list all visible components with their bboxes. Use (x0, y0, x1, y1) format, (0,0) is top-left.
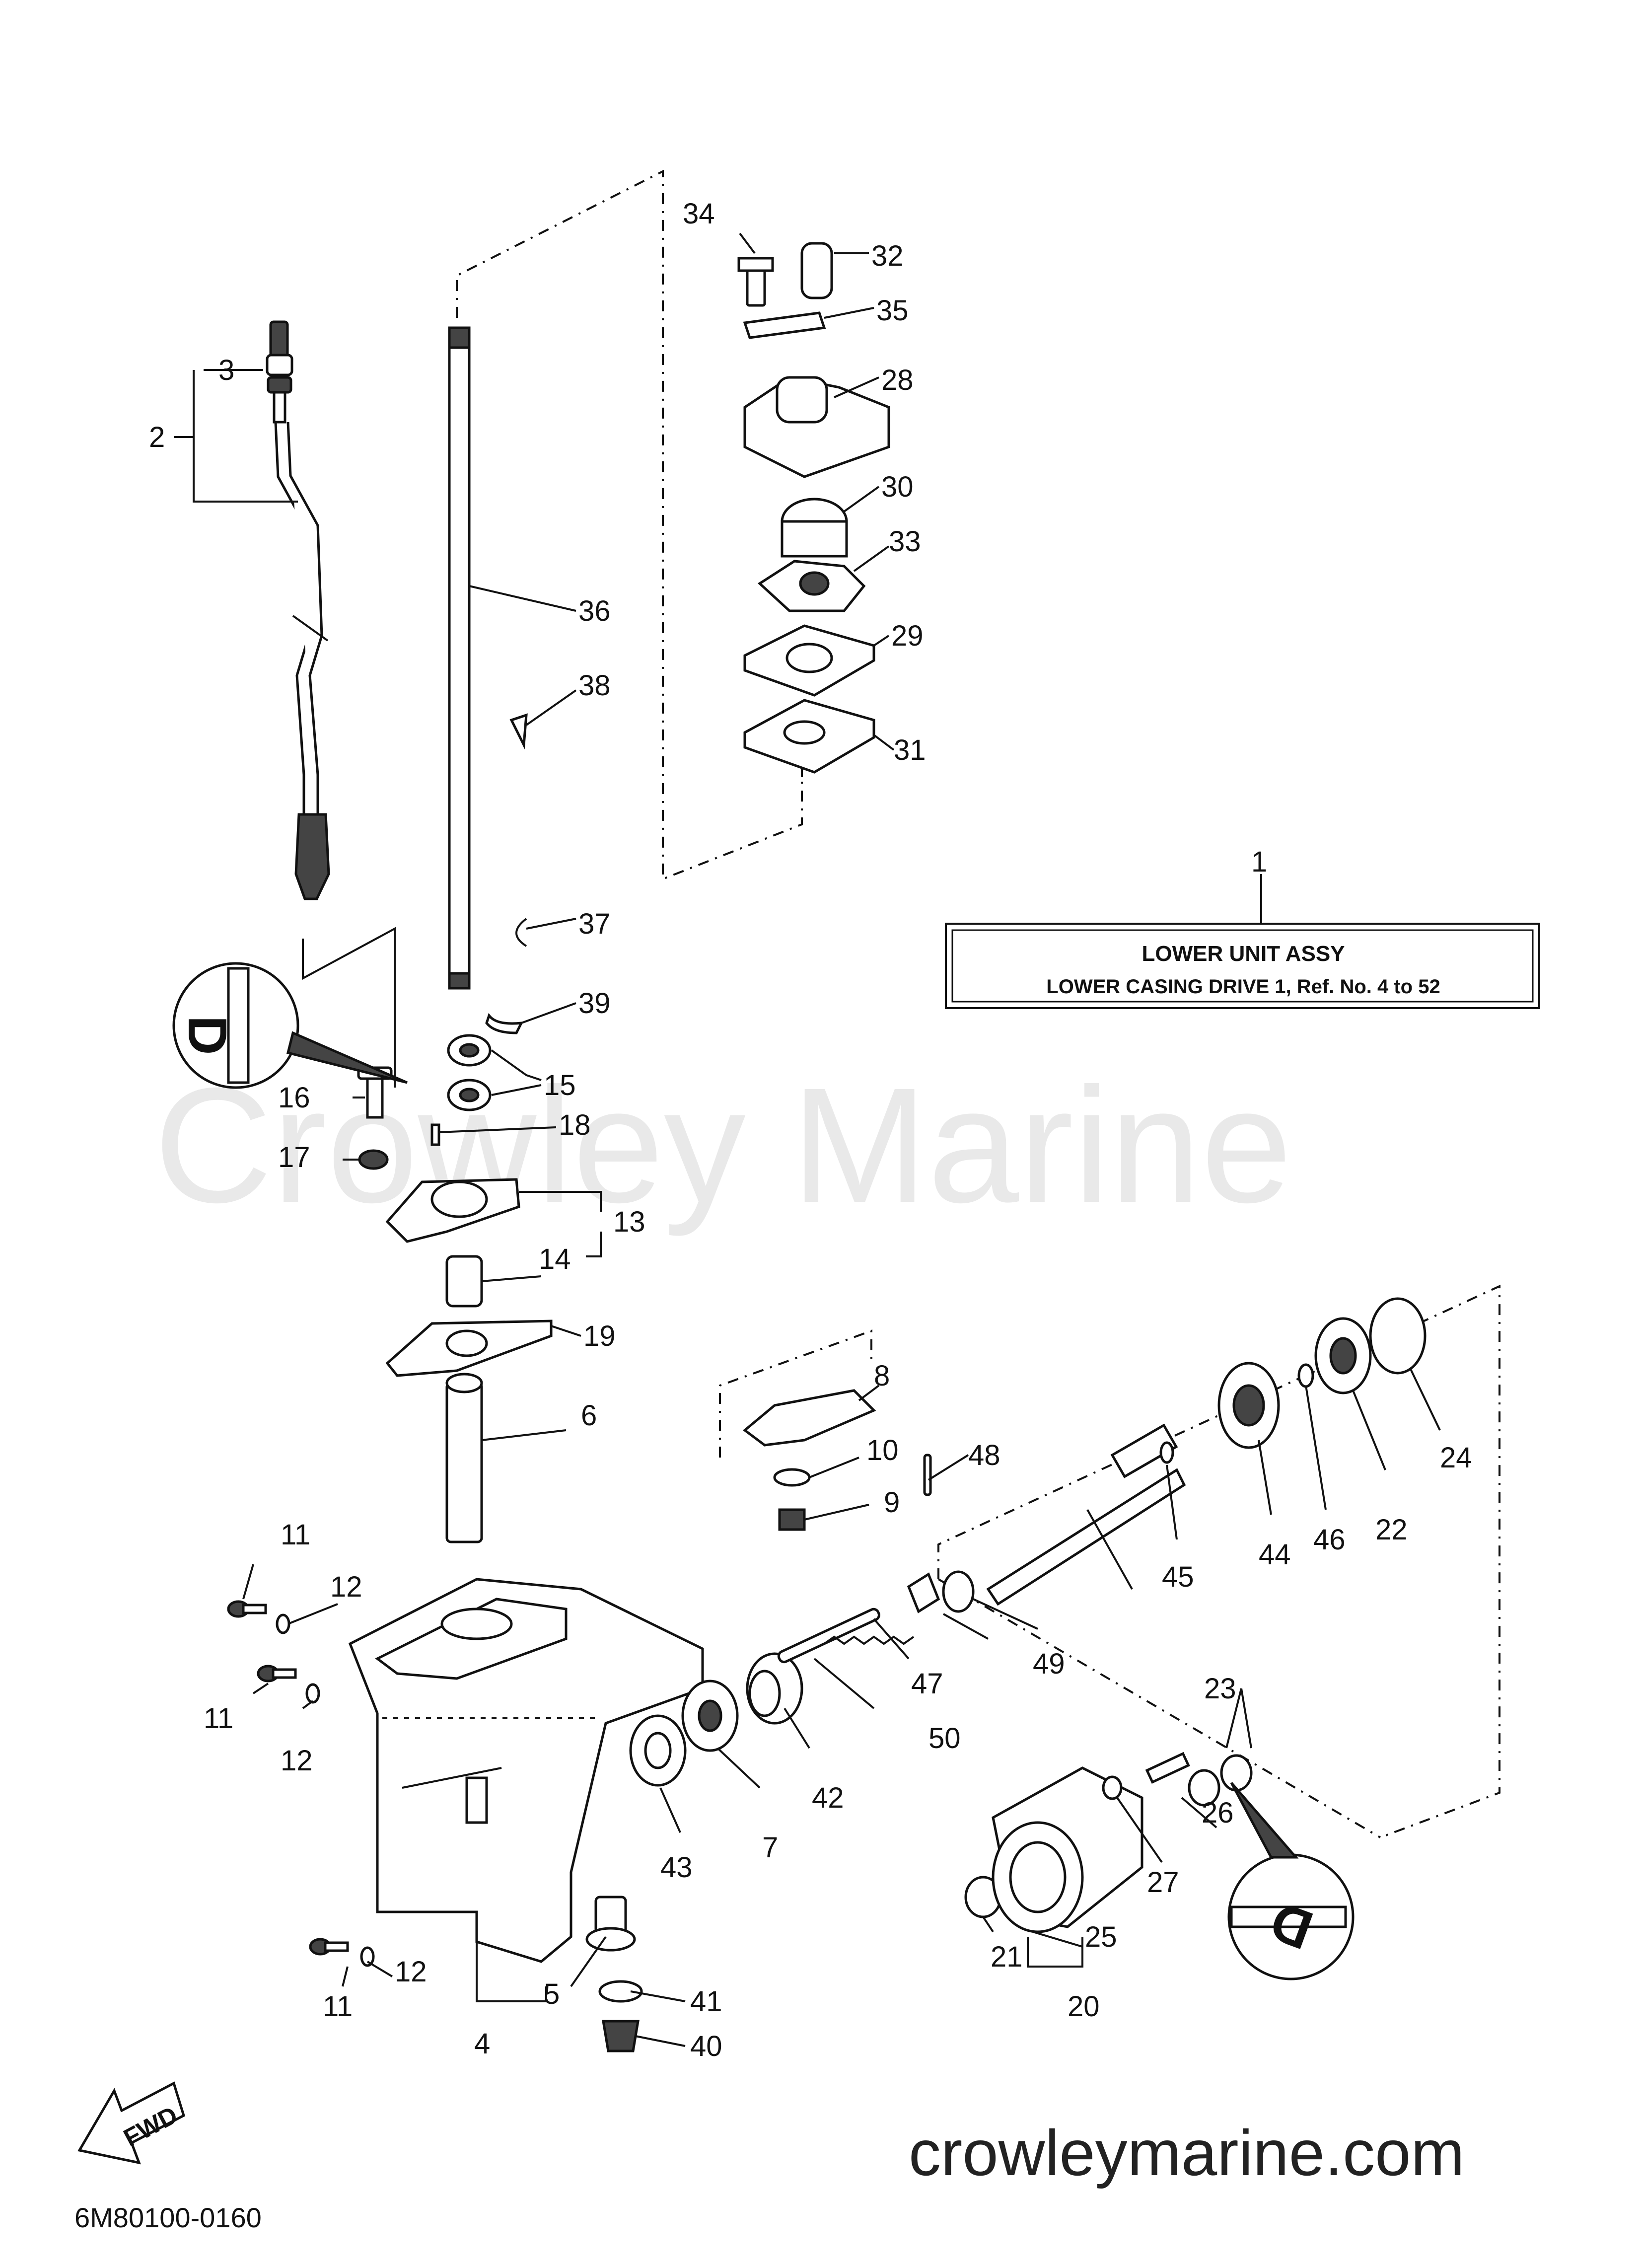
leader-lines (174, 232, 1441, 2047)
propeller-shaft-assembly (777, 1297, 1427, 1664)
water-pipe (445, 1373, 483, 1543)
part-label: 28 (881, 364, 914, 396)
part-label: 11 (281, 1519, 310, 1551)
part-label: 10 (866, 1434, 899, 1466)
drive-shaft (448, 326, 471, 990)
part-label: 43 (660, 1851, 693, 1884)
part-label: 11 (323, 1990, 353, 2023)
part-label: 38 (578, 669, 611, 702)
part-label: 29 (891, 620, 924, 652)
part-label: 31 (894, 734, 926, 766)
part-label: 4 (474, 2028, 490, 2060)
website-text: crowleymarine.com (909, 2117, 1465, 2189)
part-label: 20 (1068, 1990, 1100, 2023)
part-label: 2 (149, 421, 165, 453)
part-label: 18 (559, 1109, 591, 1141)
part-label: 49 (1033, 1648, 1065, 1680)
part-label: 33 (889, 525, 921, 558)
part-label: 19 (583, 1320, 616, 1352)
clips (485, 713, 528, 1034)
water-pump-parts (737, 242, 890, 774)
svg-text:D: D (177, 1016, 238, 1055)
part-label: 45 (1162, 1561, 1194, 1593)
part-label: 26 (1202, 1797, 1234, 1829)
part-label: 44 (1259, 1538, 1291, 1571)
part-label: 15 (544, 1069, 576, 1101)
part-label: 39 (578, 987, 611, 1020)
part-label: 21 (991, 1941, 1023, 1973)
diagram-code: 6M80100-0160 (74, 2202, 262, 2233)
part-label: 27 (1147, 1866, 1179, 1899)
part-label: 32 (871, 240, 904, 272)
part-label: 40 (690, 2030, 722, 2062)
part-label: 8 (874, 1360, 890, 1392)
bearing-housing-parts (357, 1034, 553, 1377)
part-label: 48 (968, 1439, 1000, 1471)
grease-icon: D (1227, 1782, 1355, 1980)
part-label: 23 (1204, 1673, 1236, 1705)
part-label: 24 (1440, 1442, 1472, 1474)
part-label: 17 (278, 1141, 310, 1173)
forward-gear-train (629, 1652, 803, 1787)
part-label: 25 (1085, 1921, 1117, 1953)
part-label: 3 (218, 354, 234, 386)
watermark-text: Crowley Marine (154, 1053, 1292, 1238)
drain-parts (585, 1896, 643, 2052)
part-labels: 2 3 4 5 6 7 8 9 10 11 11 11 12 12 12 13 … (149, 198, 1472, 2062)
part-label: 22 (1375, 1514, 1408, 1546)
callout-subtitle: LOWER CASING DRIVE 1, Ref. No. 4 to 52 (1046, 976, 1440, 998)
part-label: 16 (278, 1082, 310, 1114)
part-label: 41 (690, 1985, 722, 2018)
part-label: 35 (876, 294, 909, 327)
frame-lines (302, 169, 1500, 1838)
part-label: 30 (881, 471, 914, 503)
anode-parts (742, 1389, 876, 1531)
part-label: 46 (1313, 1524, 1346, 1556)
part-label: 34 (683, 198, 715, 230)
part-label: 5 (544, 1978, 560, 2010)
part-label: 6 (581, 1399, 597, 1432)
part-label-1: 1 (1251, 846, 1267, 878)
part-label: 12 (281, 1745, 313, 1777)
part-label: 7 (762, 1831, 778, 1864)
callout-title: LOWER UNIT ASSY (1142, 942, 1345, 966)
part-label: 14 (539, 1243, 571, 1275)
part-label: 37 (578, 908, 611, 940)
part-label: 47 (911, 1668, 943, 1700)
part-label: 9 (884, 1486, 900, 1519)
part-label: 36 (578, 595, 611, 627)
part-label: 13 (613, 1206, 645, 1238)
shift-rod-assembly (266, 320, 330, 900)
shaft-housing-parts (964, 1752, 1253, 1933)
lower-casing (348, 1578, 704, 1963)
grease-icon: D (172, 962, 408, 1089)
part-label: 11 (204, 1702, 233, 1735)
part-label: 42 (812, 1782, 844, 1814)
screws (227, 1600, 375, 1967)
part-label: 50 (928, 1722, 961, 1755)
part-label: 12 (395, 1956, 427, 1988)
part-label: 12 (330, 1571, 362, 1603)
lower-unit-callout-box: 1 LOWER UNIT ASSY LOWER CASING DRIVE 1, … (945, 846, 1540, 1009)
forward-arrow-icon: FWD (77, 2081, 186, 2165)
